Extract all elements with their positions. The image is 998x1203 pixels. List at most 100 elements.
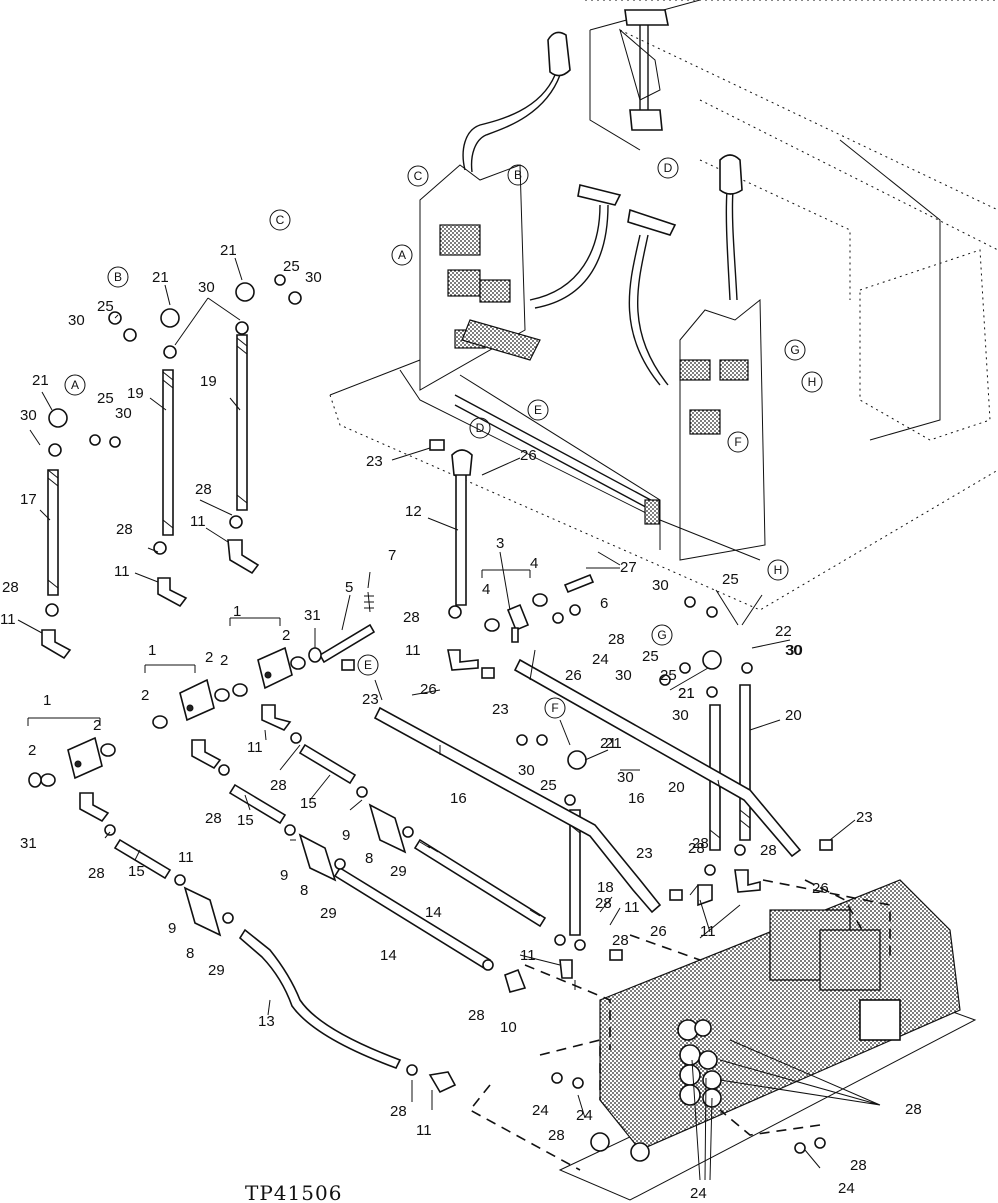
label: 28 — [88, 865, 105, 882]
label: 25 — [642, 648, 659, 665]
label: 23 — [636, 845, 653, 862]
label: 28 — [2, 579, 19, 596]
label: 29 — [320, 905, 337, 922]
label: 3 — [496, 535, 504, 552]
svg-text:G: G — [657, 628, 666, 642]
label: 28 — [468, 1007, 485, 1024]
label: 24 — [592, 651, 609, 668]
label: 11 — [178, 849, 194, 866]
label: 11 — [0, 611, 16, 628]
label: 2 — [282, 627, 290, 644]
label: 28 — [195, 481, 212, 498]
routing-lines — [468, 879, 891, 1171]
label: 31 — [20, 835, 37, 852]
label: 20 — [668, 779, 685, 796]
label: 1 — [148, 642, 156, 659]
label: 1 — [43, 692, 51, 709]
label: 25 — [97, 390, 114, 407]
svg-text:B: B — [514, 168, 522, 182]
label: 2 — [93, 717, 101, 734]
label: 11 — [416, 1122, 432, 1139]
label: 30 — [68, 312, 85, 329]
label: 16 — [450, 790, 467, 807]
label: 24 — [838, 1180, 855, 1197]
callout-d: D — [469, 417, 491, 439]
label: 21 — [32, 372, 49, 389]
label: 21 — [600, 735, 617, 752]
svg-text:C: C — [276, 213, 285, 227]
label: 29 — [390, 863, 407, 880]
label: 22 — [775, 623, 792, 640]
label: 28 — [595, 895, 612, 912]
label: 25 — [97, 298, 114, 315]
label: 2 — [205, 649, 213, 666]
label: 17 — [20, 491, 37, 508]
control-valve-assembly — [558, 879, 977, 1201]
label: 7 — [388, 547, 396, 564]
label: 30 — [518, 762, 535, 779]
label: 25 — [283, 258, 300, 275]
label: 8 — [186, 945, 194, 962]
label: 24 — [576, 1107, 593, 1124]
label: 11 — [520, 947, 536, 964]
svg-text:F: F — [551, 701, 558, 715]
callout-h-upper: H — [801, 371, 823, 393]
label: 30 — [672, 707, 689, 724]
label: 9 — [342, 827, 350, 844]
label: 4 — [482, 581, 490, 598]
label: 8 — [365, 850, 373, 867]
label: 21 — [678, 685, 695, 702]
label: 11 — [190, 513, 206, 530]
reference-code: TP41506 — [245, 1181, 342, 1203]
label: 10 — [500, 1019, 517, 1036]
callout-a-upper: A — [391, 244, 413, 266]
label: 26 — [520, 447, 537, 464]
label: 21 — [678, 685, 695, 702]
label: 11 — [405, 642, 421, 659]
label: 16 — [628, 790, 645, 807]
label: 1 — [233, 603, 241, 620]
callout-g-upper: G — [784, 339, 806, 361]
label: 31 — [304, 607, 321, 624]
label: 28 — [390, 1103, 407, 1120]
label: 6 — [600, 595, 608, 612]
label: 28 — [612, 932, 629, 949]
label: 14 — [380, 947, 397, 964]
label: 30 — [115, 405, 132, 422]
label: 13 — [258, 1013, 275, 1030]
label: 26 — [565, 667, 582, 684]
label: 26 — [650, 923, 667, 940]
label: 24 — [690, 1185, 707, 1202]
label: 21 — [152, 269, 169, 286]
label: 28 — [688, 840, 705, 857]
label: 14 — [425, 904, 442, 921]
label: 4 — [530, 555, 538, 572]
callout-c: C — [269, 209, 291, 231]
label: 29 — [208, 962, 225, 979]
callout-g: G — [651, 624, 673, 646]
label: 23 — [366, 453, 383, 470]
label: 24 — [532, 1102, 549, 1119]
callout-b-upper: B — [507, 164, 529, 186]
label: 25 — [540, 777, 557, 794]
svg-text:D: D — [664, 161, 673, 175]
callout-a: A — [64, 374, 86, 396]
label: 28 — [760, 842, 777, 859]
label: 9 — [280, 867, 288, 884]
label: 26 — [420, 681, 437, 698]
svg-text:H: H — [774, 563, 783, 577]
label: 15 — [128, 863, 145, 880]
svg-text:E: E — [364, 658, 372, 672]
label: 23 — [856, 809, 873, 826]
label: 20 — [785, 707, 802, 724]
svg-text:E: E — [534, 403, 542, 417]
label: 28 — [850, 1157, 867, 1174]
label: 19 — [200, 373, 217, 390]
callout-e: E — [357, 654, 379, 676]
label: 30 — [305, 269, 322, 286]
label: 5 — [345, 579, 353, 596]
label: 30 — [785, 642, 802, 659]
leader-lines — [17, 257, 881, 1181]
label: 28 — [608, 631, 625, 648]
